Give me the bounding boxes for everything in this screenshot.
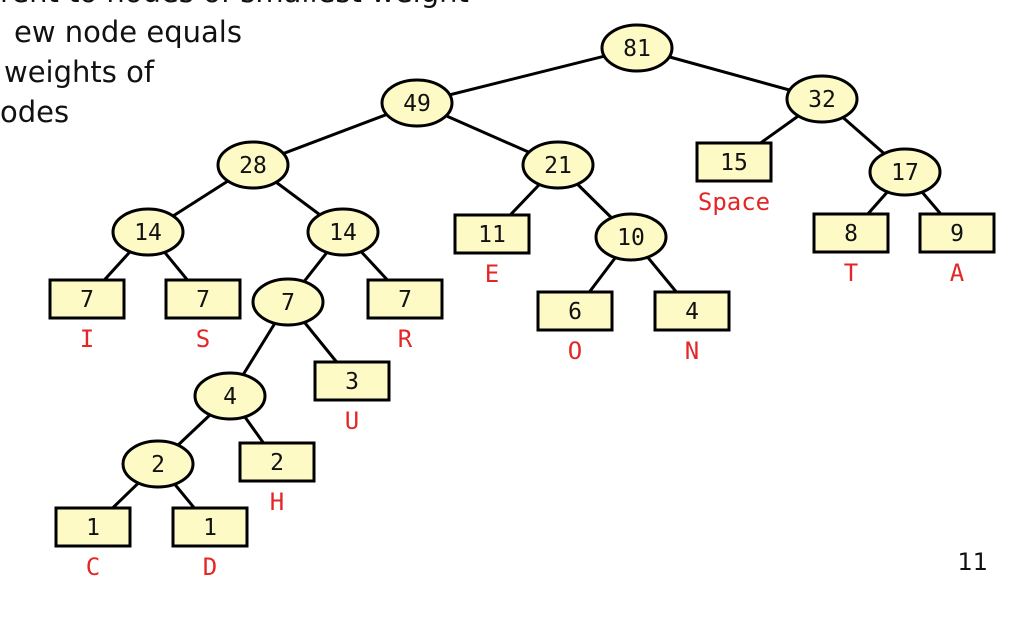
node-character-label: T (844, 259, 858, 287)
node-weight: 1 (86, 515, 100, 541)
node-character-label: I (80, 325, 94, 353)
internal-node: 7 (251, 277, 325, 327)
node-weight: 15 (720, 150, 748, 176)
leaf-node-box (54, 506, 132, 548)
leaf-node: 7I (48, 278, 126, 353)
leaf-node: 3U (313, 360, 391, 435)
internal-node-ellipse (600, 23, 674, 73)
node-character-label: C (86, 553, 100, 581)
internal-node: 49 (380, 78, 454, 128)
node-weight: 49 (403, 91, 431, 117)
node-character-label: E (485, 260, 499, 288)
page-number: 11 (957, 548, 988, 576)
node-weight: 9 (950, 221, 964, 247)
leaf-node-box (366, 278, 444, 320)
node-weight: 28 (239, 153, 267, 179)
internal-node-ellipse (216, 140, 290, 190)
internal-node: 32 (785, 74, 859, 124)
node-character-label: S (196, 325, 210, 353)
node-weight: 10 (617, 225, 645, 251)
node-weight: 4 (223, 384, 237, 410)
internal-node-ellipse (121, 439, 195, 489)
leaf-node: 11E (453, 213, 531, 288)
internal-node: 4 (193, 371, 267, 421)
leaf-node-box (653, 290, 731, 332)
internal-node: 28 (216, 140, 290, 190)
leaf-node-box (48, 278, 126, 320)
node-character-label: U (345, 407, 359, 435)
node-weight: 6 (568, 299, 582, 325)
internal-node-ellipse (111, 207, 185, 257)
leaf-node: 6O (536, 290, 614, 365)
node-character-label: D (203, 553, 217, 581)
node-character-label: R (398, 325, 413, 353)
internal-node-ellipse (785, 74, 859, 124)
internal-node: 2 (121, 439, 195, 489)
leaf-node-box (812, 212, 890, 254)
node-weight: 1 (203, 515, 217, 541)
bullet-text: rent to nodes of smallest weight ew node… (0, 0, 469, 132)
bullet-line: weights of (4, 55, 155, 89)
internal-node-ellipse (521, 140, 595, 190)
leaf-node-box (536, 290, 614, 332)
internal-node: 14 (111, 207, 185, 257)
node-weight: 32 (808, 87, 836, 113)
bullet-line: ew node equals (14, 15, 242, 49)
node-weight: 3 (345, 369, 359, 395)
leaf-node-box (238, 441, 316, 483)
internal-node: 14 (306, 207, 380, 257)
bullet-line: odes (0, 95, 70, 129)
internal-node-ellipse (193, 371, 267, 421)
leaf-node: 7S (164, 278, 242, 353)
node-character-label: A (950, 259, 965, 287)
node-weight: 14 (134, 220, 162, 246)
internal-node-ellipse (868, 147, 942, 197)
leaf-node: 8T (812, 212, 890, 287)
leaf-node-box (695, 141, 773, 183)
leaf-node-box (171, 506, 249, 548)
internal-node-ellipse (306, 207, 380, 257)
node-weight: 17 (891, 160, 919, 186)
leaf-node: 4N (653, 290, 731, 365)
internal-node: 17 (868, 147, 942, 197)
leaf-node: 1D (171, 506, 249, 581)
node-weight: 21 (544, 153, 572, 179)
node-character-label: H (270, 488, 284, 516)
internal-node-ellipse (251, 277, 325, 327)
node-weight: 81 (623, 36, 651, 62)
node-character-label: Space (698, 188, 770, 216)
leaf-node-box (918, 212, 996, 254)
node-weight: 7 (196, 287, 210, 313)
internal-node-ellipse (380, 78, 454, 128)
node-character-label: O (568, 337, 582, 365)
node-weight: 2 (151, 452, 165, 478)
leaf-node: 9A (918, 212, 996, 287)
node-character-label: N (685, 337, 699, 365)
bullet-line: rent to nodes of smallest weight (0, 0, 469, 12)
leaf-node: 1C (54, 506, 132, 581)
internal-node: 21 (521, 140, 595, 190)
node-weight: 14 (329, 220, 357, 246)
node-weight: 8 (844, 221, 858, 247)
leaf-node-box (164, 278, 242, 320)
internal-node: 81 (600, 23, 674, 73)
leaf-node-box (313, 360, 391, 402)
internal-node-ellipse (594, 212, 668, 262)
tree-edge (416, 46, 638, 105)
node-weight: 7 (398, 287, 412, 313)
node-weight: 7 (80, 287, 94, 313)
leaf-node: 2H (238, 441, 316, 516)
node-weight: 2 (270, 450, 284, 476)
internal-node: 10 (594, 212, 668, 262)
node-weight: 7 (281, 290, 295, 316)
node-weight: 4 (685, 299, 699, 325)
leaf-node: 7R (366, 278, 444, 353)
node-weight: 11 (478, 222, 506, 248)
leaf-node-box (453, 213, 531, 255)
